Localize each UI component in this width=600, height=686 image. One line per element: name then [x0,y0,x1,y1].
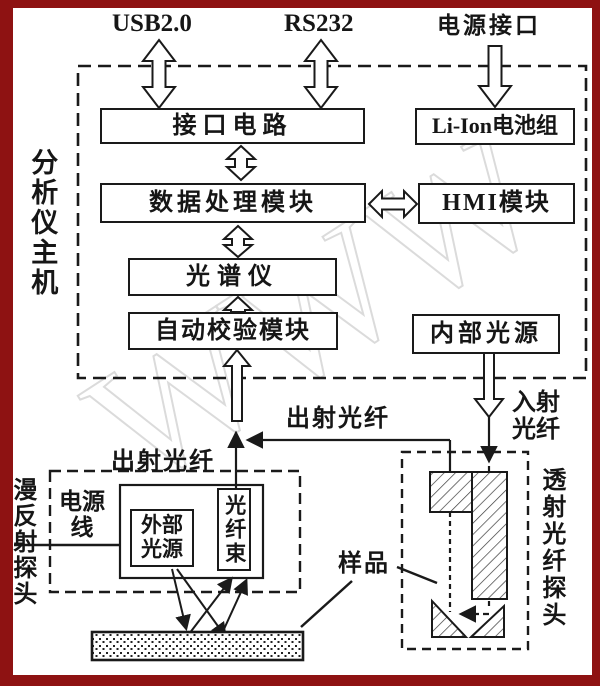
interface-circuit-label: 接口电路 [172,112,293,139]
internal-light-down-arrow [472,352,506,419]
sample-light-arrows [171,568,248,641]
light-return-2 [218,578,248,641]
probe-mirror-bottom-left [431,598,469,638]
external-light-label: 外部光源 [141,513,183,561]
usb-double-arrow [140,38,178,110]
fiber-bundle-label: 光纤束 [222,493,247,566]
analyzer-main-unit-label: 分析仪主机 [27,148,58,298]
diffuse-probe-label: 漫反射探头 [8,477,35,607]
exit-fiber-right-label: 出射光纤 [286,406,390,432]
diffuse-probe-dashed-box [48,469,302,594]
interface-circuit-box: 接口电路 [100,108,365,144]
hmi-label: HMI模块 [442,190,551,217]
diffuse-probe-housing [118,483,265,580]
spectrometer-label: 光谱仪 [186,263,279,290]
transmission-probe-label: 透射光纤探头 [537,467,564,629]
power-port-label: 电源接口 [437,13,541,38]
auto-calibration-box: 自动校验模块 [128,312,338,350]
power-line-label: 电源线 [59,489,105,540]
dataproc-hmi-double-arrow [367,188,419,220]
rs232-label: RS232 [284,10,354,37]
rs232-double-arrow [302,38,340,110]
auto-calibration-label: 自动校验模块 [155,317,311,344]
frame-left [0,0,13,686]
fiber-bundle-box: 光纤束 [217,488,251,571]
data-processing-label: 数据处理模块 [149,189,317,216]
sample-slab [90,630,305,662]
external-light-box: 外部光源 [130,509,194,567]
frame-top [0,0,600,8]
sample-label: 样品 [338,551,390,577]
dataproc-spectrometer-double-arrow [221,224,255,259]
transmission-probe-optics [429,471,508,638]
hmi-box: HMI模块 [418,183,575,224]
sample-pointer-left [300,580,353,628]
battery-box: Li-Ion电池组 [415,108,575,145]
spectrometer-box: 光谱仪 [128,258,337,296]
interface-dataproc-double-arrow [224,144,258,182]
battery-label: Li-Ion电池组 [432,113,558,139]
probe-block-right-column [471,471,508,600]
data-processing-box: 数据处理模块 [100,183,366,223]
hollow-arrows [140,38,514,422]
internal-light-box: 内部光源 [412,314,560,354]
power-port-down-arrow [476,45,514,109]
frame-right [592,0,600,686]
incident-fiber-label: 入射光纤 [512,390,560,443]
probe-block-top-left [429,471,473,513]
sample-pointer-right [396,565,438,585]
frame-bottom [0,675,600,686]
exit-fiber-left-label: 出射光纤 [111,449,215,475]
probe-mirror-bottom-right [468,603,505,638]
light-out-2 [176,568,227,639]
transmission-probe-dashed-box [400,450,530,651]
analyzer-main-unit-dashed-box [76,64,588,380]
usb-label: USB2.0 [112,10,192,37]
internal-light-label: 内部光源 [430,320,542,347]
fiber-calibration-up-arrow [221,348,253,422]
light-return-1 [188,576,233,635]
